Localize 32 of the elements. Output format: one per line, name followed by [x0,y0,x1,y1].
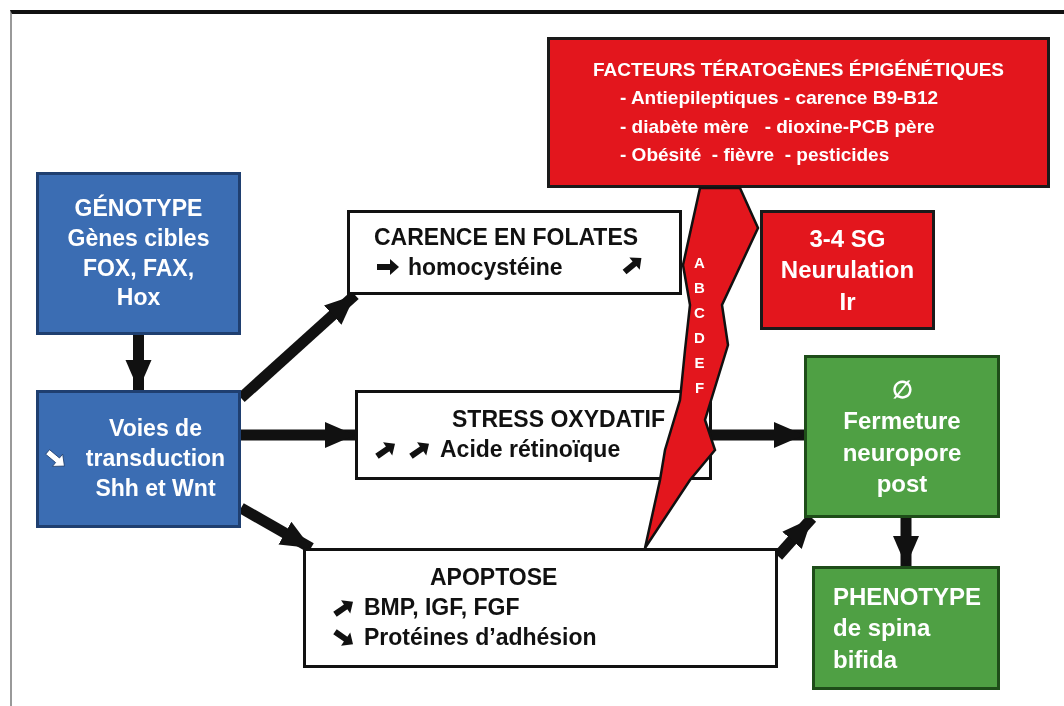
process-box [347,210,682,295]
box-text: de spina bifida [833,613,932,675]
box-text: Voies de transduction Shh et Wnt [84,414,227,503]
arrow [125,335,152,390]
box-text: 3-4 SG Neurulation Ir [779,224,916,317]
box-text: Acide rétinoïque [440,435,621,464]
box-text: Gènes cibles FOX, FAX, Hox [66,223,211,313]
process-box [303,548,778,668]
gene-box [36,390,241,528]
box-heading: CARENCE EN FOLATES [374,222,639,252]
box-heading: ∅ [891,375,913,406]
box-heading: PHENOTYPE [833,582,982,613]
arrow [712,422,804,448]
box-heading: GÉNOTYPE [74,193,203,223]
box-text: homocystéine [408,252,563,282]
box-text: BMP, IGF, FGF [364,593,520,623]
factor-list-text: - Antiepileptiques - carence B9-B12 [620,86,939,110]
bolt-letters: A B C D E F [693,253,706,398]
factor-box [547,37,1050,188]
box-text: Protéines d’adhésion [364,622,597,652]
factor-list-text: - Obésité - fièvre - pesticides [620,143,890,167]
arrow [893,518,919,566]
gene-box [36,172,241,335]
box-heading: STRESS OXYDATIF [452,405,665,435]
factor-list-text: - diabète mère - dioxine-PCB père [620,114,935,139]
box-text: Fermeture neuropore post [841,406,963,499]
outcome-box [804,355,1000,518]
arrow [241,422,355,448]
outcome-box [812,566,1000,690]
heading-text: FACTEURS TÉRATOGÈNES ÉPIGÉNÉTIQUES [593,57,1004,82]
box-heading: APOPTOSE [430,563,558,593]
factor-box [760,210,935,330]
